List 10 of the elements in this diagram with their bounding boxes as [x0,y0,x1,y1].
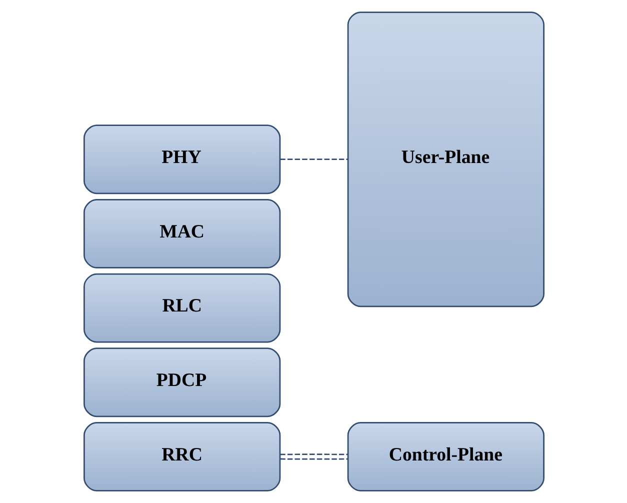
node-box: User-Plane [346,12,544,308]
connector [280,158,348,160]
connector [280,454,348,456]
connector [280,458,348,460]
node-box: Control-Plane [346,422,544,492]
node-box: PHY [83,124,280,194]
node-box: RRC [83,422,280,492]
node-box: PDCP [83,348,280,418]
node-box: MAC [83,199,280,268]
node-box: RLC [83,273,280,343]
